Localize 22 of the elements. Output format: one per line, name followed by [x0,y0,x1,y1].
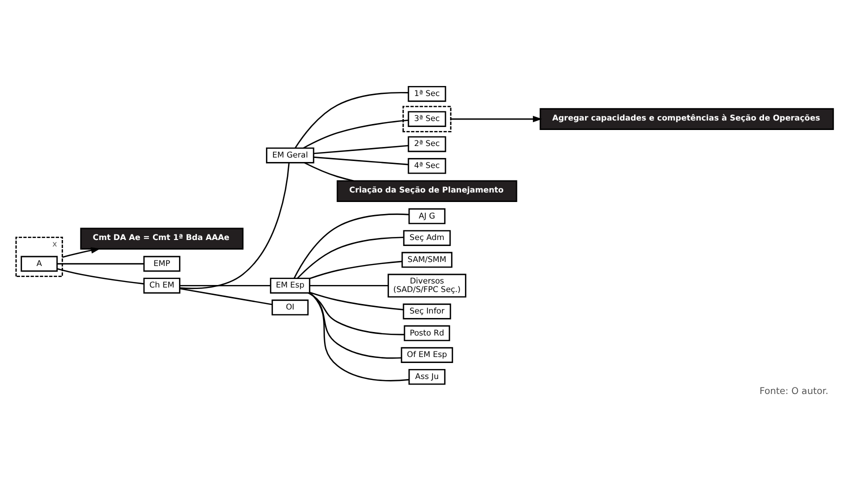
connector [180,284,270,286]
connector [309,292,402,359]
cluster [402,106,452,132]
connector [308,292,404,336]
connector [304,162,354,182]
connector [310,284,388,286]
connector [180,288,272,306]
connector [303,120,408,149]
connector [294,92,408,148]
arrow [62,247,100,258]
caption: Fonte: O autor. [759,386,828,398]
connector [314,156,408,166]
arrow [450,116,542,122]
connector [309,292,410,382]
connector [310,260,402,280]
connector [314,145,408,154]
connector [57,263,144,264]
connector [180,162,290,290]
connector [294,214,410,279]
connector [309,292,404,310]
connector [297,236,404,279]
connector [56,268,144,284]
